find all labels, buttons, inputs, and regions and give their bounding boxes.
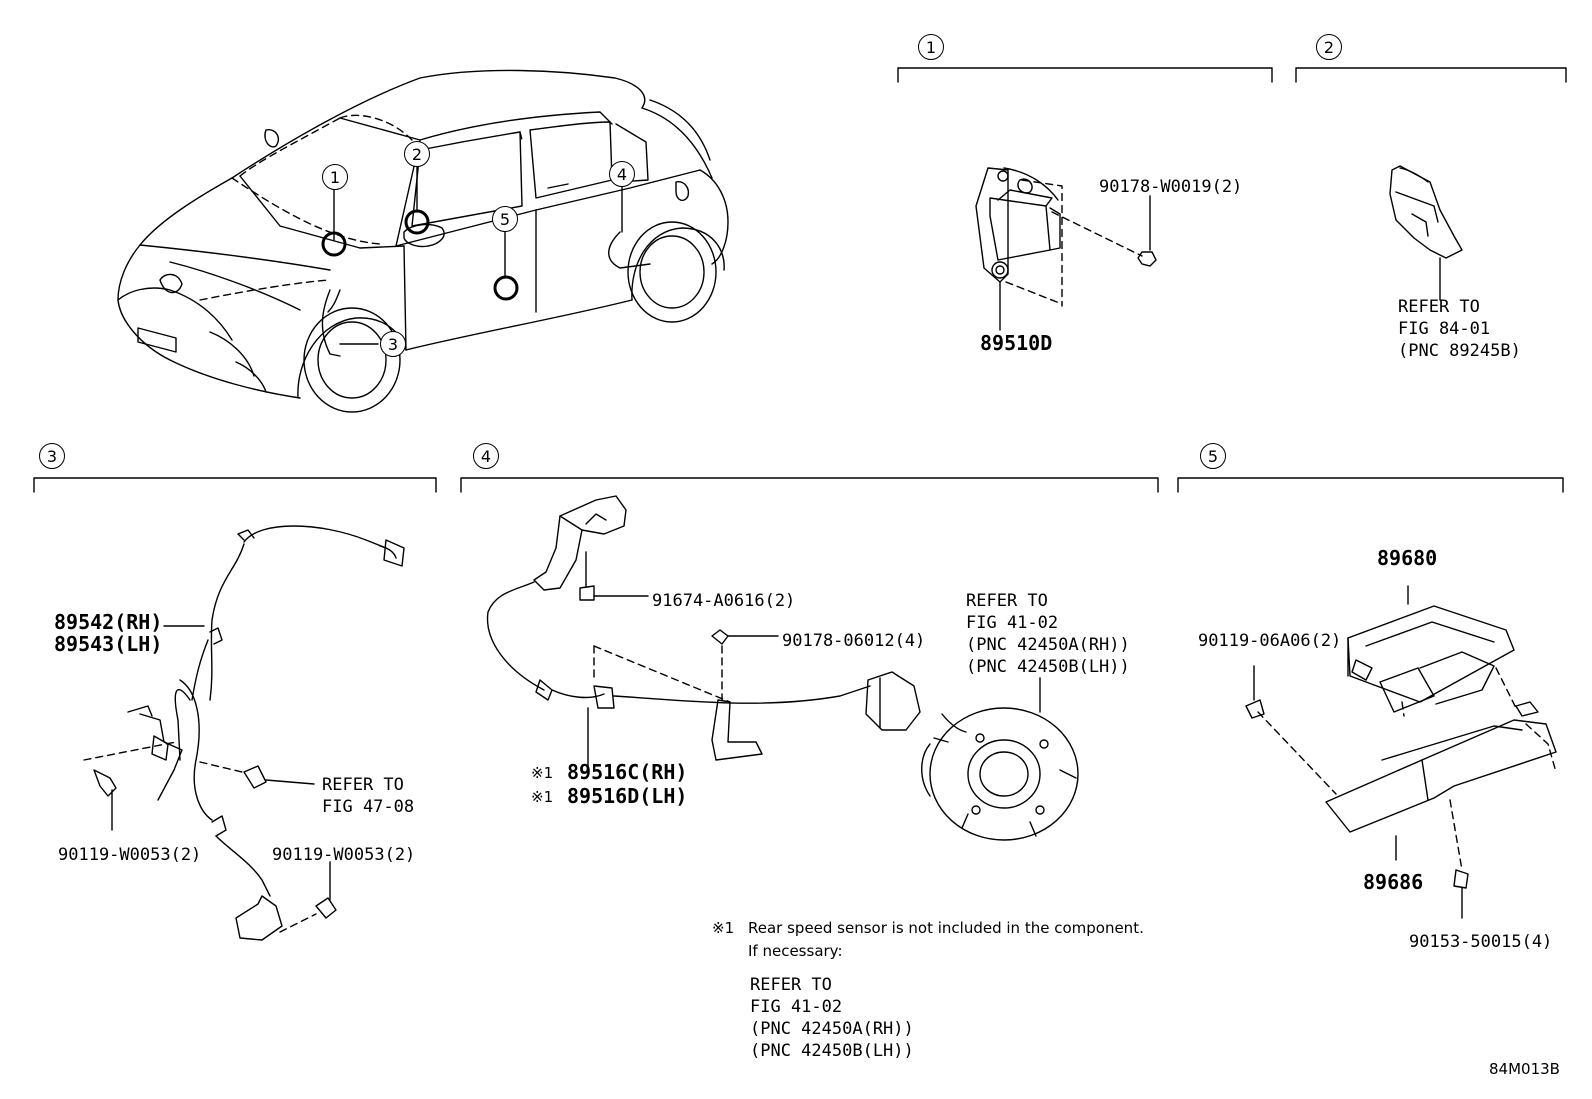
section4-ref-line1: REFER TO — [966, 591, 1048, 611]
section5-part-bottom-label[interactable]: 89686 — [1363, 870, 1424, 894]
section5-bolt-left-label[interactable]: 90119-06A06(2) — [1198, 631, 1342, 651]
figure-code: 84M013B — [1489, 1060, 1560, 1078]
section1-bolt-label[interactable]: 90178-W0019(2) — [1099, 177, 1243, 197]
section-1-callout: 1 — [918, 34, 944, 60]
section-4-callout: 4 — [473, 443, 499, 469]
section4-ref-line4: (PNC 42450B(LH)) — [966, 657, 1130, 677]
section3-bolt-right-label[interactable]: 90119-W0053(2) — [272, 845, 416, 865]
section2-referenced-part-illustration — [1389, 165, 1463, 301]
section3-bolt-left-label[interactable]: 90119-W0053(2) — [58, 845, 202, 865]
section-2-callout: 2 — [1316, 34, 1342, 60]
section-brackets — [33, 67, 1567, 493]
footnote-ref-line2[interactable]: FIG 41-02 — [750, 997, 843, 1017]
section1-part-label[interactable]: 89510D — [980, 331, 1053, 355]
section3-ref-line1: REFER TO — [322, 775, 404, 795]
section4-note-mark-rh: ※1 — [531, 764, 554, 782]
callout-4-car: 4 — [609, 161, 635, 187]
footnote-mark: ※1 — [712, 919, 735, 937]
section4-note-mark-lh: ※1 — [531, 788, 554, 806]
section-3-callout: 3 — [39, 443, 65, 469]
section5-bolt-bottom-label[interactable]: 90153-50015(4) — [1409, 932, 1553, 952]
footnote-line1: Rear speed sensor is not included in the… — [748, 919, 1144, 937]
section4-part-lh-label[interactable]: 89516D(LH) — [567, 784, 688, 808]
footnote-ref-line1: REFER TO — [750, 975, 832, 995]
footnote-ref-line4: (PNC 42450B(LH)) — [750, 1041, 914, 1061]
section3-part-lh-label[interactable]: 89543(LH) — [54, 632, 163, 656]
footnote-ref-line3: (PNC 42450A(RH)) — [750, 1019, 914, 1039]
footnote-line2: If necessary: — [748, 942, 843, 960]
section4-bolt1-label[interactable]: 91674-A0616(2) — [652, 591, 796, 611]
car-overview-illustration — [117, 69, 729, 413]
callout-5-car: 5 — [492, 206, 518, 232]
section1-yaw-sensor-illustration — [975, 167, 1157, 331]
section4-rear-speed-sensor-illustration — [486, 495, 1079, 841]
callout-3-car: 3 — [380, 331, 406, 357]
callout-2-car: 2 — [404, 141, 430, 167]
section3-part-rh-label[interactable]: 89542(RH) — [54, 610, 163, 634]
section5-ecu-illustration — [1245, 585, 1557, 919]
section4-bolt2-label[interactable]: 90178-06012(4) — [782, 631, 926, 651]
section2-ref-line2[interactable]: FIG 84-01 — [1398, 319, 1491, 339]
section4-ref-line3: (PNC 42450A(RH)) — [966, 635, 1130, 655]
section2-ref-line1: REFER TO — [1398, 297, 1480, 317]
callout-1-car: 1 — [322, 164, 348, 190]
section2-ref-line3: (PNC 89245B) — [1398, 341, 1521, 361]
section4-part-rh-label[interactable]: 89516C(RH) — [567, 760, 688, 784]
section5-part-top-label[interactable]: 89680 — [1377, 546, 1438, 570]
section3-ref-line2[interactable]: FIG 47-08 — [322, 797, 415, 817]
section3-front-speed-sensor-illustration — [83, 525, 405, 941]
section-5-callout: 5 — [1200, 443, 1226, 469]
section4-ref-line2[interactable]: FIG 41-02 — [966, 613, 1059, 633]
